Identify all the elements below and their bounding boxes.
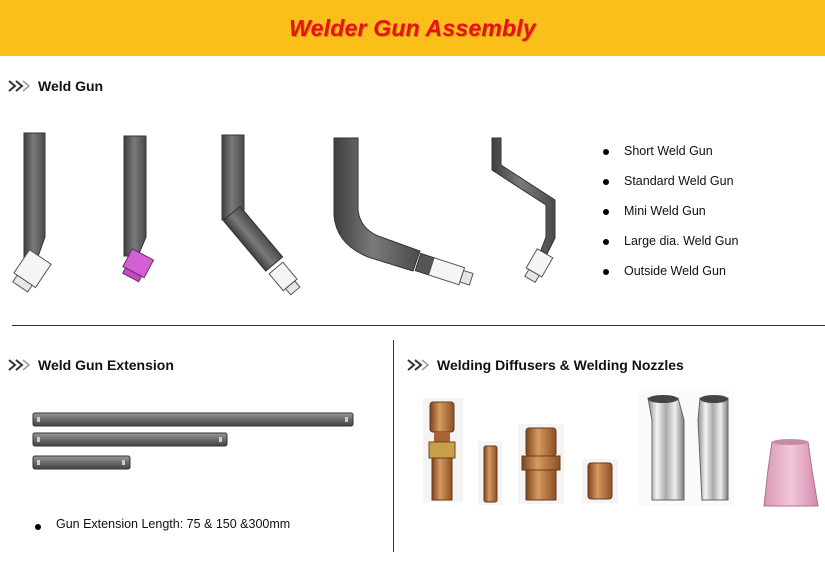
- consumables-section-heading: Welding Diffusers & Welding Nozzles: [407, 357, 684, 373]
- extension-rods-image: [32, 412, 354, 470]
- double-chevron-icon: [8, 359, 30, 371]
- diffuser-long-image: [423, 398, 463, 502]
- list-item: Large dia. Weld Gun: [601, 234, 738, 264]
- contact-tip-image: [478, 441, 502, 505]
- bullet-icon: [603, 239, 609, 245]
- list-item: Standard Weld Gun: [601, 174, 738, 204]
- outside-weld-gun-image: [491, 137, 556, 284]
- extension-note: Gun Extension Length: 75 & 150 &300mm: [33, 517, 290, 531]
- bullet-icon: [603, 179, 609, 185]
- extension-heading-text: Weld Gun Extension: [38, 357, 174, 373]
- diffuser-threaded-image: [518, 424, 564, 504]
- bullet-icon: [35, 523, 41, 530]
- diffuser-short-image: [582, 459, 618, 503]
- short-weld-gun-image: [12, 132, 52, 293]
- weld-gun-type-list: Short Weld Gun Standard Weld Gun Mini We…: [601, 144, 738, 294]
- list-item: Mini Weld Gun: [601, 204, 738, 234]
- weld-gun-heading-text: Weld Gun: [38, 78, 104, 94]
- extension-section-heading: Weld Gun Extension: [8, 357, 174, 373]
- mini-weld-gun-image: [221, 134, 301, 296]
- consumables-heading-text: Welding Diffusers & Welding Nozzles: [437, 357, 684, 373]
- double-chevron-icon: [8, 80, 30, 92]
- chrome-nozzles-image: [639, 391, 734, 506]
- large-dia-weld-gun-image: [333, 137, 474, 286]
- title-banner: Welder Gun Assembly: [0, 0, 825, 56]
- weld-gun-section-heading: Weld Gun: [8, 78, 103, 94]
- standard-weld-gun-image: [122, 135, 155, 283]
- section-divider-vertical: [393, 340, 394, 552]
- section-divider-horizontal: [12, 325, 825, 326]
- bullet-icon: [603, 269, 609, 275]
- bullet-icon: [603, 209, 609, 215]
- list-item: Short Weld Gun: [601, 144, 738, 174]
- page-title: Welder Gun Assembly: [289, 14, 536, 41]
- double-chevron-icon: [407, 359, 429, 371]
- ceramic-nozzle-image: [763, 439, 819, 507]
- bullet-icon: [603, 149, 609, 155]
- list-item: Outside Weld Gun: [601, 264, 738, 294]
